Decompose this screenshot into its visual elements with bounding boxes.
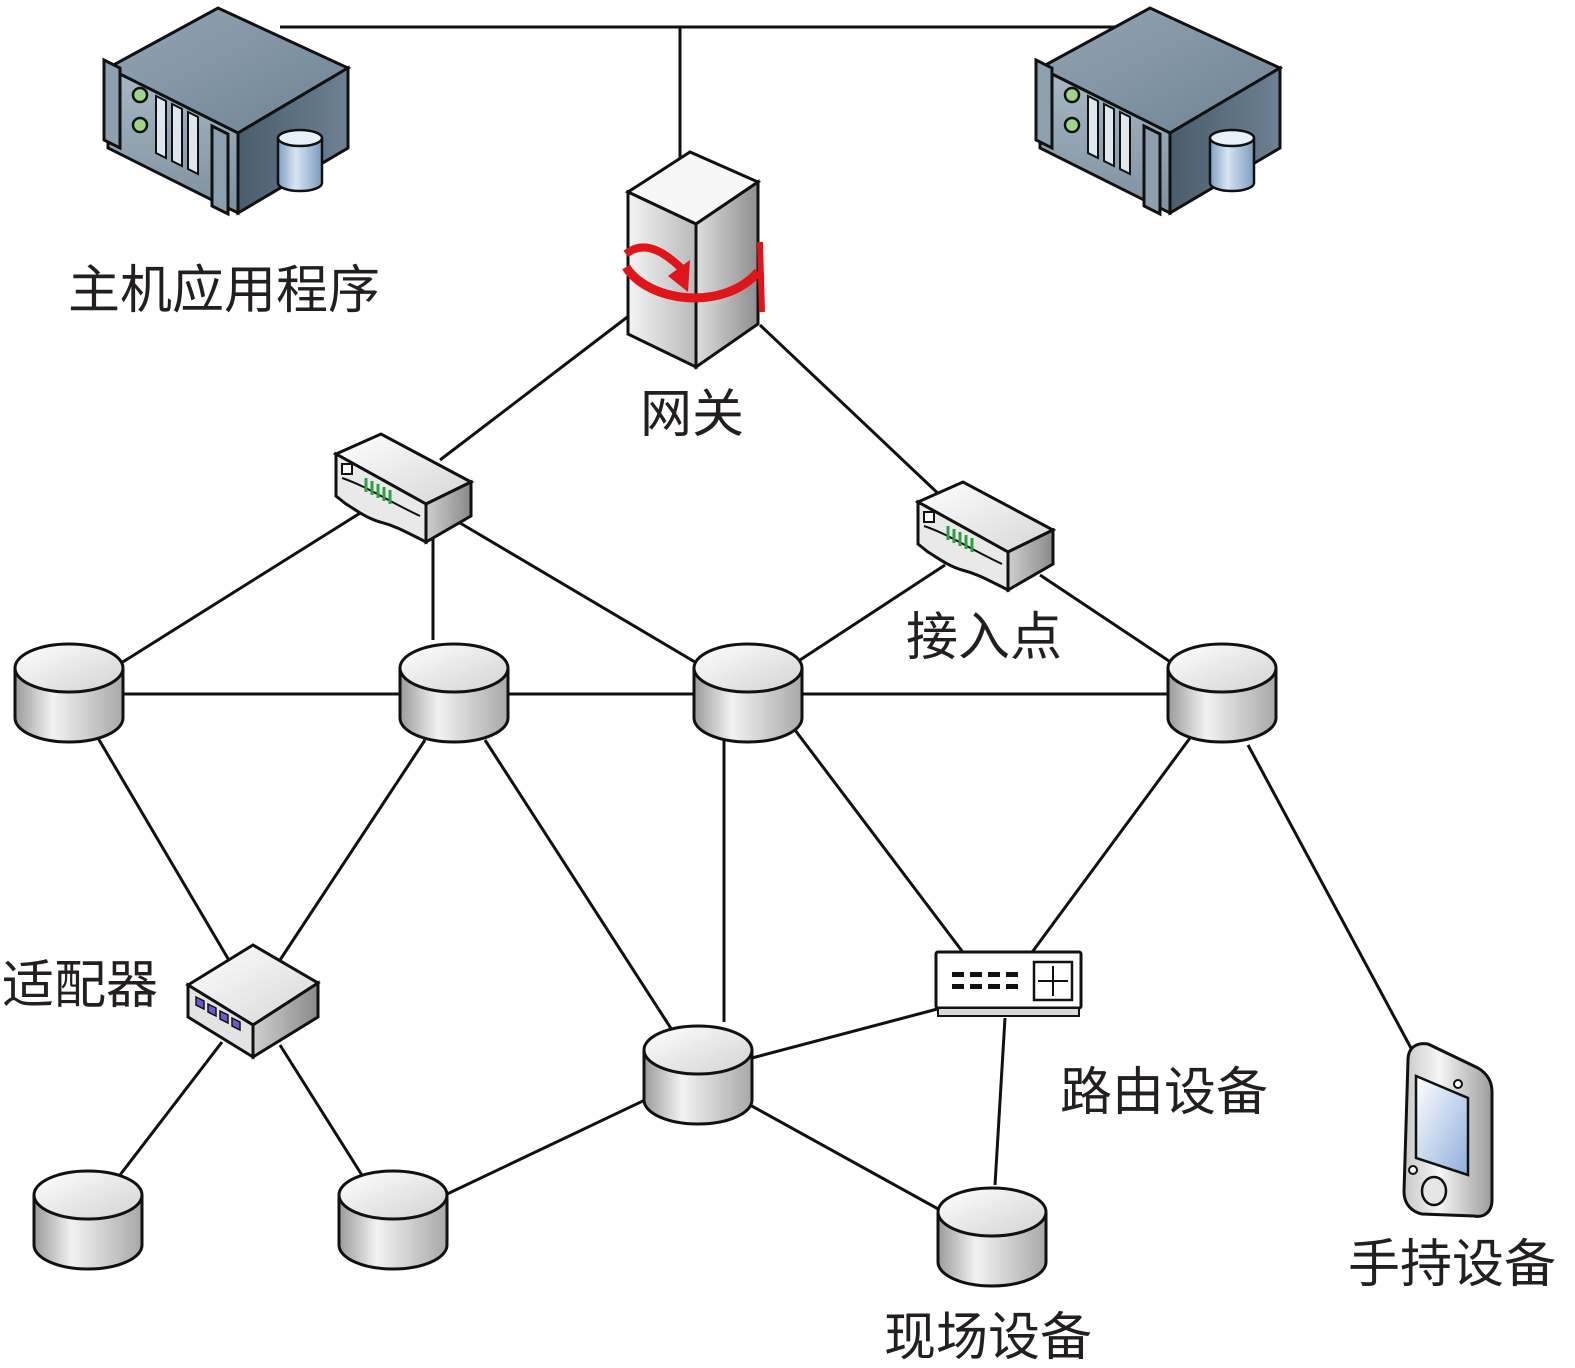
link-ap2-node3 — [799, 563, 946, 662]
link-ap2-node4 — [1039, 573, 1176, 667]
access-point-label: 接入点 — [906, 608, 1062, 668]
field-device-node-5-icon — [642, 1024, 754, 1126]
link-node2-node5 — [483, 739, 674, 1031]
field-device-node-4-icon — [1166, 642, 1278, 744]
link-node5-node8 — [749, 1103, 941, 1212]
link-router-node8 — [993, 1017, 1007, 1186]
field-device-node-2-icon — [398, 642, 510, 744]
field-device-node-7-icon — [337, 1169, 449, 1271]
link-gateway-ap2 — [758, 323, 947, 502]
gateway-label: 网关 — [640, 385, 744, 445]
field-device-node-3-icon — [692, 642, 804, 744]
host-server-right-icon — [1034, 6, 1282, 216]
handheld-pda-icon — [1402, 1042, 1494, 1218]
link-ap1-node3 — [454, 518, 701, 667]
field-device-node-8-icon — [936, 1186, 1048, 1288]
field-device-node-6-icon — [32, 1169, 144, 1271]
routing-device-label: 路由设备 — [1060, 1063, 1268, 1123]
link-adapter-node6 — [118, 1041, 224, 1176]
host-application-label: 主机应用程序 — [68, 261, 380, 321]
host-server-left-icon — [102, 6, 350, 216]
link-node5-node7 — [444, 1098, 646, 1197]
link-node4-router — [1028, 737, 1192, 956]
adapter-icon — [185, 943, 321, 1060]
handheld-device-label: 手持设备 — [1348, 1235, 1556, 1295]
adapter-label: 适配器 — [2, 956, 158, 1016]
field-device-node-1-icon — [13, 642, 125, 744]
link-adapter-node7 — [278, 1044, 367, 1181]
link-node4-handheld — [1246, 744, 1414, 1051]
gateway-icon — [622, 150, 765, 370]
field-device-label: 现场设备 — [884, 1308, 1092, 1368]
network-links — [96, 25, 1414, 1212]
link-node1-adapter — [96, 737, 232, 963]
link-gateway-ap1 — [439, 313, 631, 462]
link-ap1-node1 — [109, 508, 366, 672]
link-node3-router — [793, 729, 967, 956]
link-router-node5 — [751, 1005, 946, 1060]
access-point-right-icon — [916, 480, 1055, 592]
router-icon — [934, 950, 1083, 1017]
link-node2-adapter — [278, 739, 427, 961]
